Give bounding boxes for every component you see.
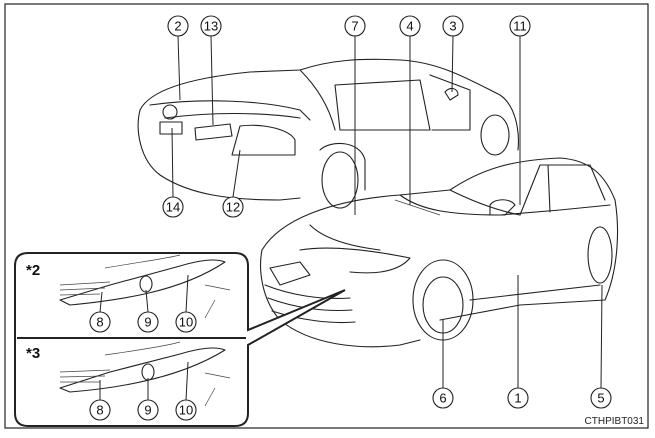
svg-text:10: 10 <box>179 403 193 418</box>
svg-text:9: 9 <box>144 403 151 418</box>
svg-text:8: 8 <box>96 315 103 330</box>
callout-4: 4 <box>399 15 421 37</box>
callout-14: 14 <box>162 196 184 218</box>
callout-9-b: 9 <box>137 399 159 421</box>
rear-car-drawing <box>137 58 519 209</box>
svg-text:2: 2 <box>174 19 181 34</box>
svg-text:14: 14 <box>166 200 180 215</box>
svg-text:8: 8 <box>96 403 103 418</box>
callout-13: 13 <box>200 15 222 37</box>
front-car-drawing <box>260 157 619 348</box>
svg-text:5: 5 <box>597 391 604 406</box>
svg-text:3: 3 <box>449 19 456 34</box>
callout-12: 12 <box>222 196 244 218</box>
svg-text:10: 10 <box>179 315 193 330</box>
svg-text:7: 7 <box>351 19 358 34</box>
callout-11: 11 <box>509 15 531 37</box>
callout-6: 6 <box>432 387 454 409</box>
callout-3: 3 <box>442 15 464 37</box>
callout-2: 2 <box>167 15 189 37</box>
callouts: 2 13 7 4 3 11 14 12 6 1 5 8 9 10 8 9 10 <box>89 15 612 421</box>
svg-text:4: 4 <box>406 19 413 34</box>
callout-5: 5 <box>590 387 612 409</box>
svg-text:11: 11 <box>513 19 527 34</box>
callout-9-a: 9 <box>137 311 159 333</box>
variant-label-b: *3 <box>26 345 40 362</box>
svg-text:6: 6 <box>439 391 446 406</box>
svg-text:1: 1 <box>514 391 521 406</box>
callout-1: 1 <box>507 387 529 409</box>
svg-text:13: 13 <box>204 19 218 34</box>
callout-10-a: 10 <box>175 311 197 333</box>
headlight-inset: *2 *3 <box>14 252 346 427</box>
svg-text:12: 12 <box>226 200 240 215</box>
leader-lines <box>99 35 603 401</box>
callout-7: 7 <box>344 15 366 37</box>
callout-10-b: 10 <box>175 399 197 421</box>
figure-code: CTHPIBT031 <box>585 416 645 427</box>
svg-text:9: 9 <box>144 315 151 330</box>
callout-8-a: 8 <box>89 311 111 333</box>
frame <box>4 3 649 429</box>
variant-label-a: *2 <box>26 262 40 279</box>
callout-8-b: 8 <box>89 399 111 421</box>
